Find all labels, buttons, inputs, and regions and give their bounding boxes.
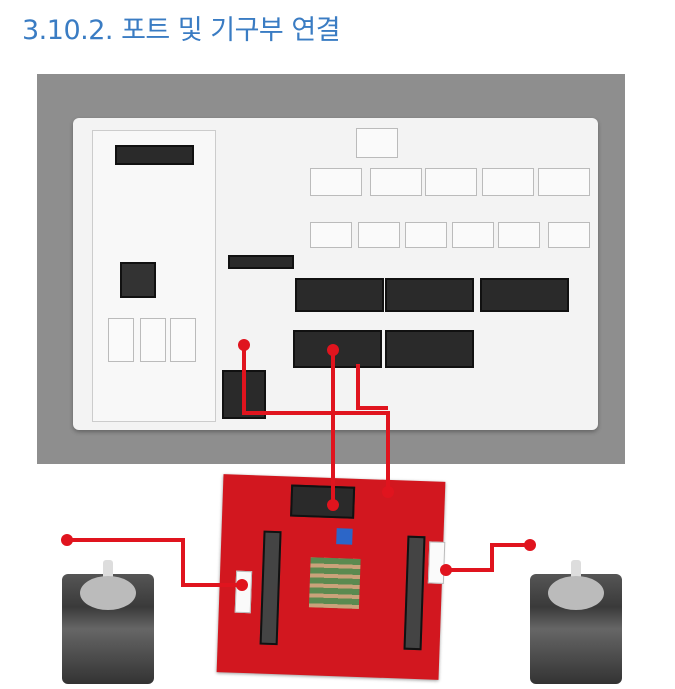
wire-endpoint <box>382 486 394 498</box>
white-connector <box>310 222 352 248</box>
white-connector <box>358 222 400 248</box>
white-connector <box>498 222 540 248</box>
wire-endpoint <box>61 534 73 546</box>
stepper-motor-right <box>530 560 622 684</box>
wire-left <box>242 345 390 492</box>
wire-right <box>356 364 388 410</box>
wire-endpoint <box>327 344 339 356</box>
wire-endpoint <box>440 564 452 576</box>
idc-connector <box>480 278 569 312</box>
section-title: 포트 및 기구부 연결 <box>121 15 341 46</box>
gpio-connector <box>385 330 474 368</box>
wire-endpoint <box>238 339 250 351</box>
white-connector <box>548 222 590 248</box>
white-connector <box>425 168 477 196</box>
idc-connector <box>385 278 474 312</box>
white-connector <box>452 222 494 248</box>
white-connector <box>310 168 362 196</box>
pin-header <box>115 145 194 165</box>
wire-motor-right <box>446 543 530 572</box>
mcu-chip <box>120 262 156 298</box>
wire-endpoint <box>524 539 536 551</box>
white-connector <box>370 168 422 196</box>
wire-motor-left <box>67 538 242 587</box>
white-connector <box>482 168 534 196</box>
white-connector <box>538 168 590 196</box>
stepper-motor-left <box>62 560 154 684</box>
pin-header <box>228 255 294 269</box>
white-connector <box>405 222 447 248</box>
white-connector <box>170 318 196 362</box>
white-connector <box>356 128 398 158</box>
white-connector <box>108 318 134 362</box>
white-connector <box>140 318 166 362</box>
section-heading: 3.10.2. 포트 및 기구부 연결 <box>22 8 341 47</box>
idc-connector <box>295 278 384 312</box>
section-number: 3.10.2. <box>22 15 113 46</box>
wire-endpoint <box>236 579 248 591</box>
wire-endpoint <box>327 499 339 511</box>
